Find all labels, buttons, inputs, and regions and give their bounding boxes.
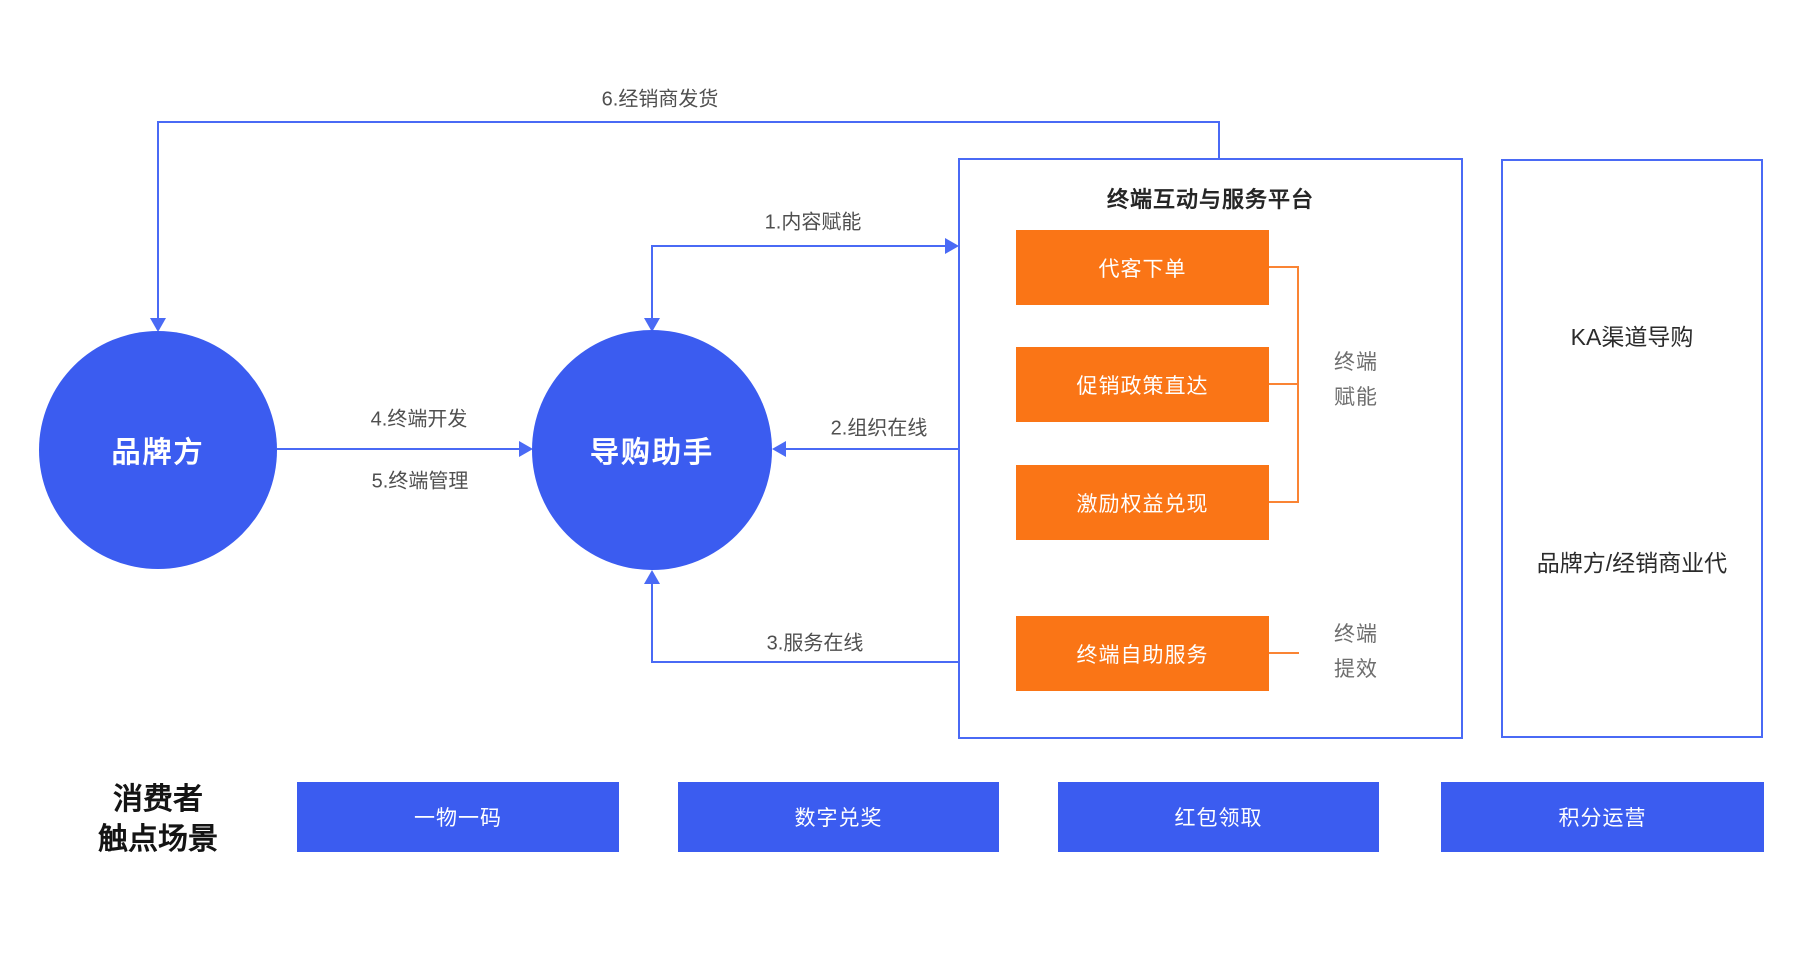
bracket-stub-3 (1269, 501, 1299, 503)
consumer-scenes-title-line1: 消费者 (113, 783, 203, 816)
flow-line-2-horizontal (786, 448, 958, 450)
arrowhead-into-platform-icon (945, 238, 959, 254)
consumer-scenes-title-line2: 触点场景 (98, 823, 218, 856)
consumer-scenes-title: 消费者 触点场景 (58, 780, 258, 860)
flow-line-3-horizontal (651, 661, 958, 663)
bracket-caption-empower: 终端 赋能 (1311, 345, 1401, 415)
node-guide-assistant-label: 导购助手 (589, 437, 714, 469)
scene-red-packet-label: 红包领取 (1174, 807, 1263, 830)
bracket-caption-empower-line1: 终端 (1334, 351, 1378, 374)
arrowhead-into-brand-icon (150, 318, 166, 332)
module-proxy-order: 代客下单 (1016, 230, 1269, 305)
edge-label-6: 6.经销商发货 (601, 88, 719, 111)
module-incentive-redeem: 激励权益兑现 (1016, 465, 1269, 540)
arrowhead-into-guide-top-icon (644, 318, 660, 332)
edge-label-2: 2.组织在线 (830, 417, 928, 440)
bracket-caption-efficiency-line1: 终端 (1334, 623, 1378, 646)
module-self-service-connector (1269, 652, 1299, 654)
flow-line-6-horizontal (157, 121, 1220, 123)
flow-line-1-horizontal (651, 245, 945, 247)
flow-line-1-vertical (651, 245, 653, 319)
scene-digital-prize: 数字兑奖 (678, 782, 999, 852)
bracket-stub-1 (1269, 266, 1299, 268)
module-self-service-label: 终端自助服务 (1076, 643, 1209, 667)
node-guide-assistant: 导购助手 (532, 330, 772, 570)
node-brand: 品牌方 (39, 331, 277, 569)
edge-label-3: 3.服务在线 (766, 632, 864, 655)
scene-points-operation-label: 积分运营 (1558, 807, 1647, 830)
flow-line-3-vertical (651, 583, 653, 663)
flow-line-6-vertical-left (157, 121, 159, 319)
edge-label-1: 1.内容赋能 (764, 211, 862, 234)
scene-one-item-one-code-label: 一物一码 (414, 807, 502, 830)
flow-line-4-5-horizontal (277, 448, 520, 450)
flow-line-6-vertical-right (1218, 121, 1220, 159)
module-proxy-order-label: 代客下单 (1098, 257, 1187, 281)
bracket-caption-efficiency: 终端 提效 (1311, 617, 1401, 687)
brand-distributor-rep-label: 品牌方/经销商业代 (1536, 550, 1728, 576)
bracket-caption-empower-line2: 赋能 (1334, 386, 1378, 409)
arrowhead-into-guide-left-icon (519, 441, 533, 457)
edge-label-5: 5.终端管理 (371, 470, 469, 493)
module-incentive-redeem-label: 激励权益兑现 (1076, 492, 1209, 516)
edge-label-4: 4.终端开发 (370, 408, 468, 431)
ka-channel-panel (1501, 159, 1763, 738)
arrowhead-into-guide-bottom-icon (644, 570, 660, 584)
module-self-service: 终端自助服务 (1016, 616, 1269, 691)
bracket-caption-efficiency-line2: 提效 (1334, 658, 1378, 681)
scene-red-packet: 红包领取 (1058, 782, 1379, 852)
node-brand-label: 品牌方 (111, 437, 205, 469)
module-promotion-policy: 促销政策直达 (1016, 347, 1269, 422)
scene-one-item-one-code: 一物一码 (297, 782, 619, 852)
arrowhead-into-guide-right-icon (772, 441, 786, 457)
scene-digital-prize-label: 数字兑奖 (794, 807, 883, 830)
module-promotion-policy-label: 促销政策直达 (1076, 374, 1209, 398)
bracket-stub-2 (1269, 383, 1299, 385)
ka-channel-label: KA渠道导购 (1570, 324, 1694, 350)
scene-points-operation: 积分运营 (1441, 782, 1764, 852)
bracket-vertical-line (1297, 266, 1299, 503)
platform-title: 终端互动与服务平台 (1106, 187, 1314, 212)
